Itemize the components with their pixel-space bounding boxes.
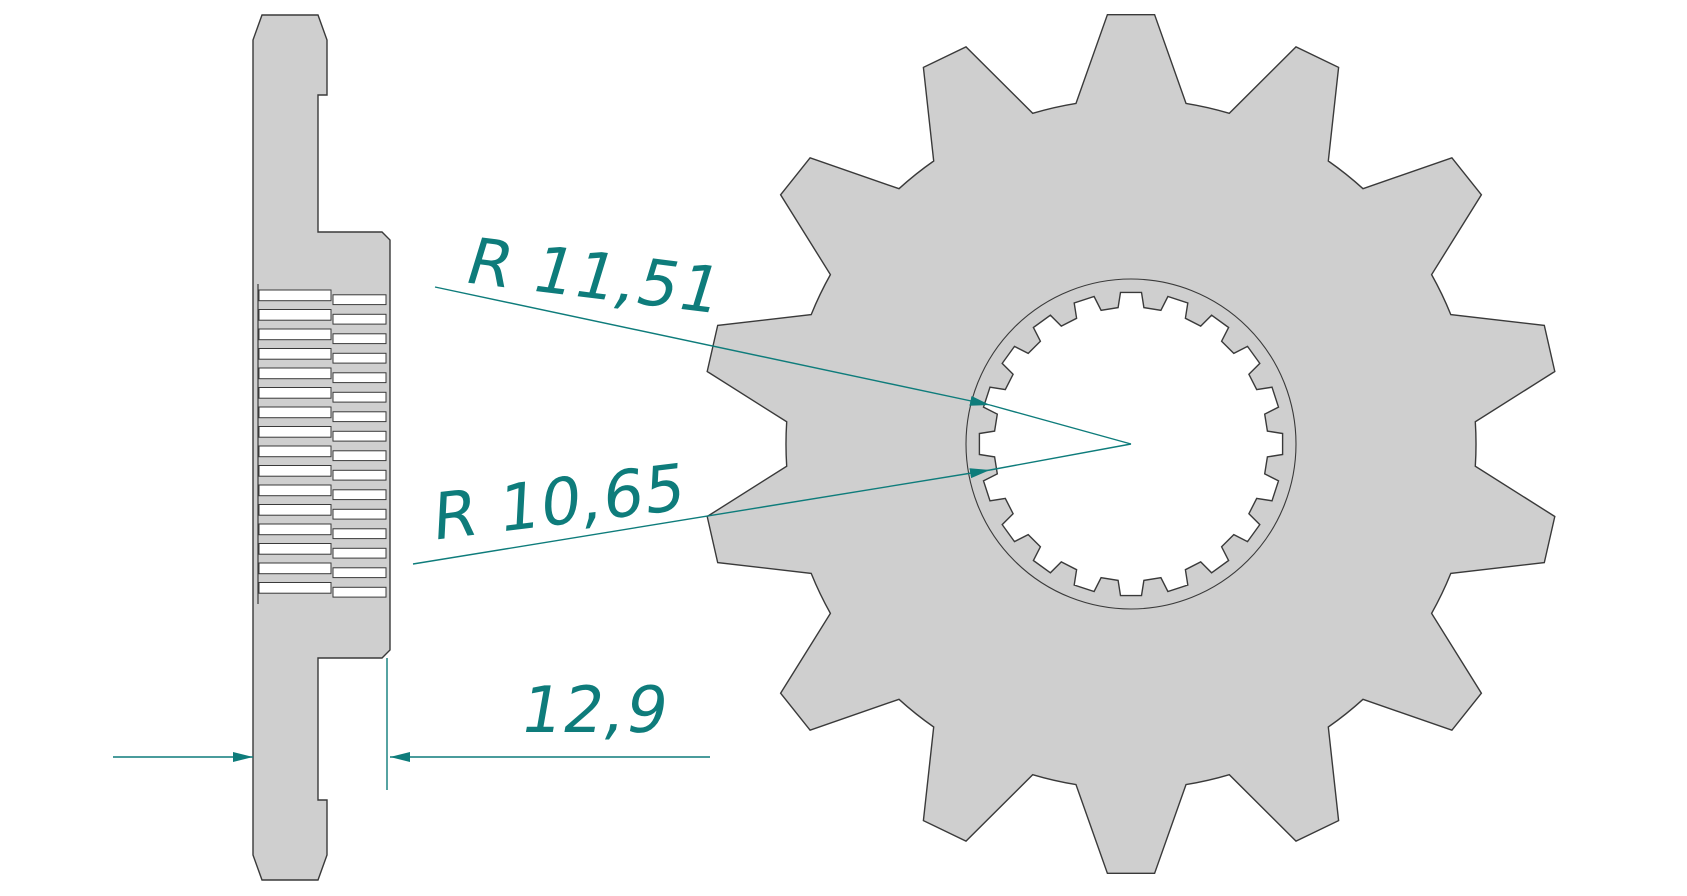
spline-slot xyxy=(332,411,387,423)
spline-slot xyxy=(258,289,332,302)
spline-slot xyxy=(258,387,332,399)
width-label: 12,9 xyxy=(515,673,675,747)
sprocket-body xyxy=(706,14,1556,874)
spline-slot xyxy=(258,445,332,458)
spline-slot xyxy=(258,367,332,380)
width-dimension: 12,9 xyxy=(113,658,710,790)
spline-slot xyxy=(258,348,332,360)
spline-slot xyxy=(258,426,332,438)
spline-slot xyxy=(332,430,387,442)
spline-slot xyxy=(258,523,332,536)
spline-slot xyxy=(332,372,387,384)
spline-slot xyxy=(332,469,387,481)
spline-slot xyxy=(258,543,332,555)
radius-inner-label: R 10,65 xyxy=(431,450,688,557)
spline-slot xyxy=(258,465,332,477)
spline-slot xyxy=(258,328,332,341)
spline-slot xyxy=(332,391,387,403)
spline-slot xyxy=(332,313,387,325)
spline-slot xyxy=(332,547,387,559)
sprocket-front-view xyxy=(706,14,1556,874)
spline-slot xyxy=(332,528,387,540)
radius-outer-label: R 11,51 xyxy=(457,225,732,328)
spline-slot xyxy=(332,567,387,579)
spline-slot xyxy=(332,508,387,520)
spline-slot xyxy=(332,333,387,345)
spline-slot xyxy=(332,450,387,462)
spline-slot xyxy=(258,504,332,516)
spline-slot xyxy=(332,294,387,306)
spline-slot xyxy=(332,352,387,364)
side-spline-slots xyxy=(257,284,387,604)
spline-slot xyxy=(258,484,332,497)
spline-slot xyxy=(332,489,387,501)
spline-slot xyxy=(258,582,332,594)
spline-slot xyxy=(332,586,387,598)
hub-ring xyxy=(965,278,1297,610)
spline-slot xyxy=(258,406,332,419)
spline-slot xyxy=(258,562,332,575)
sprocket-side-view xyxy=(252,14,391,881)
spline-slot xyxy=(258,309,332,321)
